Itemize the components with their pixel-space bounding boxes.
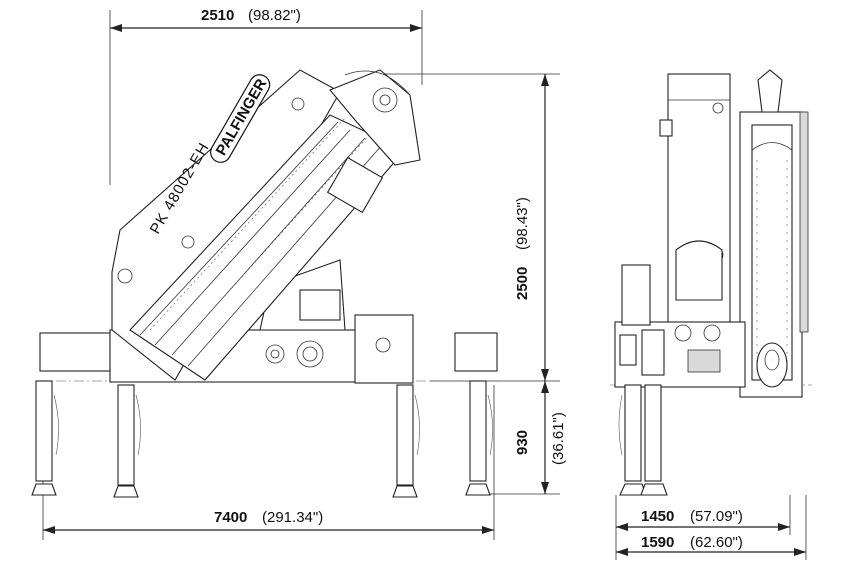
dimension-rear-widths: 1450 (57.09") 1590 (62.60") <box>615 495 807 560</box>
crane-side-view: PK 48002-EH PALFINGER <box>31 69 500 498</box>
dimension-outrigger-span: 7400 (291.34") <box>42 385 495 540</box>
height-upper-value: 2500 <box>514 267 531 300</box>
boom-head <box>329 69 421 166</box>
crane-rear-view <box>610 69 812 496</box>
right-outrigger-beam <box>454 332 498 372</box>
outrigger-span-value: 7400 <box>214 509 247 526</box>
outrigger-leg-1 <box>31 380 59 496</box>
dimension-height: 2500 (98.43") 930 (36.61") <box>375 73 567 495</box>
outrigger-leg-4 <box>465 380 493 496</box>
rear-width-outer-imperial: (62.60") <box>690 534 743 551</box>
top-width-imperial: (98.82") <box>248 7 301 24</box>
rear-outrigger-leg-left <box>618 384 647 496</box>
outrigger-leg-3 <box>392 384 420 498</box>
left-outrigger-beam <box>39 332 111 372</box>
rear-outrigger-leg-right <box>640 384 668 496</box>
rear-width-inner-value: 1450 <box>641 508 674 525</box>
height-upper-imperial: (98.43") <box>514 197 531 250</box>
hook-block <box>756 342 788 388</box>
height-lower-value: 930 <box>514 430 531 455</box>
outrigger-leg-2 <box>113 384 141 498</box>
outrigger-span-imperial: (291.34") <box>262 509 323 526</box>
control-housing <box>354 314 414 384</box>
rear-width-inner-imperial: (57.09") <box>690 508 743 525</box>
height-lower-imperial: (36.61") <box>550 412 567 465</box>
rear-base <box>614 321 746 388</box>
dimension-top-width: 2510 (98.82") <box>109 7 423 185</box>
rear-width-outer-value: 1590 <box>641 534 674 551</box>
top-width-value: 2510 <box>201 7 234 24</box>
